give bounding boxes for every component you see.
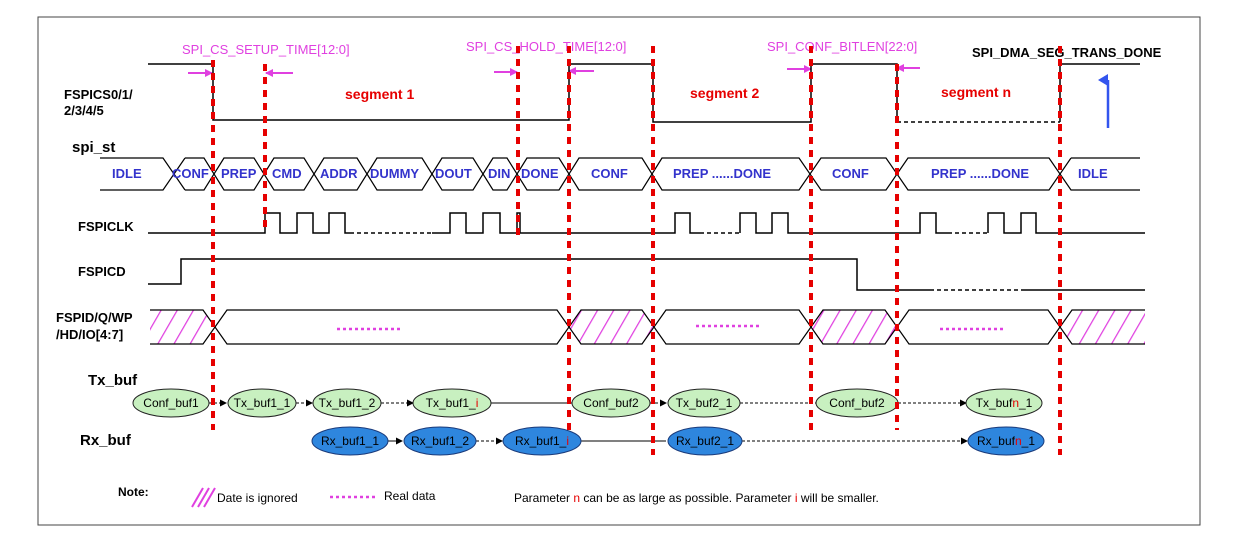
tx-buf1-1-text: Tx_buf1_1: [234, 396, 291, 410]
rx-buf2-1: [667, 426, 743, 456]
state-dout: DOUT: [435, 166, 472, 181]
cd-signal-label: FSPICD: [78, 264, 126, 279]
clk-signal-label: FSPICLK: [78, 219, 134, 234]
state-dummy: DUMMY: [370, 166, 419, 181]
rx-bufn-1: [967, 426, 1045, 456]
state-conf-3: CONF: [832, 166, 869, 181]
cs-waveform-end: [1059, 63, 1140, 122]
data-signal-label-1: FSPID/Q/WP: [56, 310, 133, 325]
rx-buf-label: Rx_buf: [80, 432, 132, 449]
cs-waveform: [148, 63, 898, 123]
state-cmd: CMD: [272, 166, 302, 181]
hold-time-label: SPI_CS_HOLD_TIME[12:0]: [466, 39, 626, 54]
tx-conf-buf1-text: Conf_buf1: [143, 396, 199, 410]
setup-time-label: SPI_CS_SETUP_TIME[12:0]: [182, 42, 350, 57]
tx-bufn-1-text: Tx_bufn_1: [976, 396, 1033, 410]
data-bus: [150, 309, 1145, 345]
state-idle-2: IDLE: [1078, 166, 1108, 181]
diagram-frame: [37, 16, 1201, 526]
spi-st-label: spi_st: [72, 139, 115, 156]
data-signal-label-2: /HD/IO[4:7]: [56, 327, 123, 342]
state-prep-done-3: PREP ......DONE: [931, 166, 1029, 181]
tx-conf-buf1: [132, 388, 210, 418]
tx-buf1-2: [312, 388, 382, 418]
timing-markers: [211, 46, 1062, 455]
bitlen-label: SPI_CONF_BITLEN[22:0]: [767, 39, 917, 54]
rx-bufn-1-text: Rx_bufn_1: [977, 434, 1035, 448]
segment-n-label: segment n: [941, 84, 1011, 100]
clk-waveform-1: [148, 212, 350, 234]
segment-2-label: segment 2: [690, 85, 759, 101]
tx-buf1-i-text: Tx_buf1_i: [426, 396, 479, 410]
rx-buf1-i-text: Rx_buf1_i: [515, 434, 569, 448]
tx-conf-buf2-a: [571, 388, 651, 418]
rx-buf1-2: [403, 426, 477, 456]
clk-waveform-2: [432, 212, 700, 234]
tx-conf-buf2-b-text: Conf_buf2: [829, 396, 885, 410]
cd-waveform: [148, 258, 930, 291]
tx-buf2-1: [667, 388, 741, 418]
state-addr: ADDR: [320, 166, 358, 181]
tx-buf1-i: [412, 388, 492, 418]
tx-buf1-2-text: Tx_buf1_2: [319, 396, 376, 410]
segment-1-label: segment 1: [345, 86, 414, 102]
state-din: DIN: [488, 166, 510, 181]
note-ignored: Date is ignored: [217, 491, 298, 505]
rx-buf1-2-text: Rx_buf1_2: [411, 434, 469, 448]
note-hatch-icon: [191, 487, 216, 508]
state-idle-1: IDLE: [112, 166, 142, 181]
state-done-1: DONE: [521, 166, 559, 181]
cs-signal-label-2: 2/3/4/5: [64, 103, 104, 118]
rx-buf2-1-text: Rx_buf2_1: [676, 434, 734, 448]
rx-buf1-1: [311, 426, 389, 456]
note-label: Note:: [118, 485, 149, 499]
state-conf-1: CONF: [172, 166, 209, 181]
dma-done-label: SPI_DMA_SEG_TRANS_DONE: [972, 45, 1162, 60]
state-conf-2: CONF: [591, 166, 628, 181]
tx-buf1-1: [227, 388, 297, 418]
note-parameters: Parameter n can be as large as possible.…: [514, 491, 879, 505]
note-real: Real data: [384, 489, 436, 503]
rx-buf1-i: [502, 426, 582, 456]
clk-waveform-3: [739, 212, 948, 234]
tx-conf-buf2-a-text: Conf_buf2: [583, 396, 639, 410]
tx-buf-label: Tx_buf: [88, 372, 138, 389]
state-prep-1: PREP: [221, 166, 257, 181]
cs-signal-label-1: FSPICS0/1/: [64, 87, 133, 102]
state-prep-done-2: PREP ......DONE: [673, 166, 771, 181]
tx-bufn-1: [965, 388, 1043, 418]
clk-waveform-4: [987, 212, 1145, 234]
rx-buf1-1-text: Rx_buf1_1: [321, 434, 379, 448]
tx-buf2-1-text: Tx_buf2_1: [676, 396, 733, 410]
